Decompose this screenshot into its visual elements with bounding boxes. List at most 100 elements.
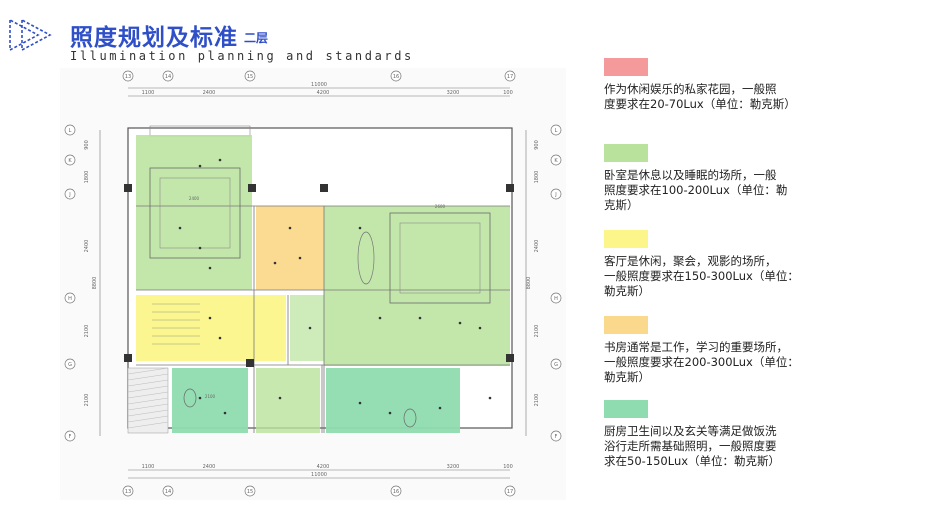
room-dim-label: 2400: [189, 196, 200, 201]
hatch-line: [127, 409, 169, 417]
axis-label-left: J: [68, 192, 70, 198]
axis-circle-top: [244, 70, 256, 82]
page-title: 照度规划及标准: [70, 25, 238, 51]
dim-top-segment: 2400: [203, 90, 216, 96]
axis-circle-right: [550, 358, 562, 370]
hatch-line: [127, 397, 169, 405]
bed-1: [149, 167, 241, 259]
light-fixture-dot: [488, 396, 492, 400]
light-fixture-dot: [298, 256, 302, 260]
floor-tag: 二层: [244, 31, 269, 45]
axis-label-left: G: [68, 362, 72, 368]
dim-right: 2100: [534, 325, 540, 338]
structural-column: [506, 184, 514, 192]
legend-text-kitchen-bath: 厨房卫生间以及玄关等满足做饭洗 浴行走所需基础照明，一般照度要 求在50-150…: [604, 424, 781, 468]
axis-label-bottom: 15: [247, 489, 253, 495]
axis-circle-right: [550, 430, 562, 442]
dim-left-total: 8800: [92, 277, 98, 290]
hatch-line: [127, 391, 169, 399]
light-fixture-dot: [178, 226, 182, 230]
light-fixture-dot: [198, 396, 202, 400]
dim-bottom-segment: 1100: [142, 464, 155, 470]
light-fixture-dot: [388, 411, 392, 415]
legend-swatch-green: [604, 144, 648, 162]
zone-bathroom-2: [326, 368, 460, 433]
hatch-line: [127, 415, 169, 423]
axis-circle-bottom: [162, 485, 174, 497]
axis-circle-left: [64, 188, 76, 200]
legend-swatch-red: [604, 58, 648, 76]
light-fixture-dot: [288, 226, 292, 230]
dim-bottom-segment: 3200: [447, 464, 460, 470]
light-fixture-dot: [218, 158, 222, 162]
axis-label-right: K: [554, 158, 558, 164]
axis-label-right: L: [555, 128, 558, 134]
axis-circle-bottom: [244, 485, 256, 497]
dim-right-total: 8800: [526, 277, 532, 290]
zone-hallway: [256, 368, 320, 433]
axis-label-top: 17: [507, 74, 513, 80]
zone-bedroom-2: [324, 206, 510, 366]
hatch-line: [127, 379, 169, 387]
axis-circle-right: [550, 188, 562, 200]
axis-circle-bottom: [504, 485, 516, 497]
arrow-logo-icon: [9, 19, 52, 52]
dim-bottom-segment: 2400: [203, 464, 216, 470]
axis-circle-left: [64, 430, 76, 442]
hatch-line: [127, 373, 169, 381]
axis-circle-left: [64, 358, 76, 370]
hatch-line: [127, 385, 169, 393]
light-fixture-dot: [378, 316, 382, 320]
axis-label-left: H: [68, 296, 72, 302]
page-subtitle: Illumination planning and standards: [70, 49, 414, 63]
bed-2-inner: [399, 222, 481, 294]
light-fixture-dot: [208, 316, 212, 320]
dim-left: 2100: [84, 325, 90, 338]
hatch-line: [127, 403, 169, 411]
legend-item-kitchen-bath: 厨房卫生间以及玄关等满足做饭洗 浴行走所需基础照明，一般照度要 求在50-150…: [604, 400, 824, 469]
axis-label-left: L: [69, 128, 72, 134]
light-fixture-dot: [208, 266, 212, 270]
axis-label-top: 16: [393, 74, 399, 80]
axis-circle-bottom: [122, 485, 134, 497]
axis-label-left: K: [68, 158, 72, 164]
axis-label-top: 14: [165, 74, 171, 80]
hatch-line: [127, 367, 169, 375]
structural-column: [124, 184, 132, 192]
dim-left: 2400: [84, 240, 90, 253]
zone-study: [256, 206, 324, 290]
axis-circle-right: [550, 154, 562, 166]
axis-label-right: F: [555, 434, 558, 440]
structural-column: [246, 359, 254, 367]
zone-bathroom-1: [172, 368, 248, 433]
zone-stair-hatch: [127, 367, 169, 434]
dim-right: 900: [534, 140, 540, 150]
legend-text-living-room: 客厅是休闲，聚会，观影的场所， 一般照度要求在150-300Lux（单位： 勒克…: [604, 254, 799, 298]
axis-circle-right: [550, 292, 562, 304]
dim-right: 1800: [534, 171, 540, 184]
bed-1-inner: [159, 177, 231, 249]
legend-item-living-room: 客厅是休闲，聚会，观影的场所， 一般照度要求在150-300Lux（单位： 勒克…: [604, 230, 824, 299]
light-fixture-dot: [273, 261, 277, 265]
axis-circle-left: [64, 124, 76, 136]
dim-left: 2100: [84, 394, 90, 407]
axis-label-top: 13: [125, 74, 131, 80]
legend-item-garden: 作为休闲娱乐的私家花园，一般照 度要求在20-70Lux（单位：勒克斯）: [604, 58, 824, 112]
axis-circle-bottom: [390, 485, 402, 497]
dim-right: 2400: [534, 240, 540, 253]
legend-swatch-teal: [604, 400, 648, 418]
dim-top-segment: 100: [503, 90, 513, 96]
light-fixture-dot: [218, 336, 222, 340]
bed-2: [389, 212, 491, 304]
light-fixture-dot: [278, 396, 282, 400]
bathtub: [357, 231, 375, 285]
toilet-2: [403, 408, 417, 428]
axis-label-bottom: 14: [165, 489, 171, 495]
light-fixture-dot: [198, 164, 202, 168]
light-fixture-dot: [438, 406, 442, 410]
legend-text-garden: 作为休闲娱乐的私家花园，一般照 度要求在20-70Lux（单位：勒克斯）: [604, 82, 796, 111]
axis-label-right: J: [554, 192, 556, 198]
light-fixture-dot: [478, 326, 482, 330]
